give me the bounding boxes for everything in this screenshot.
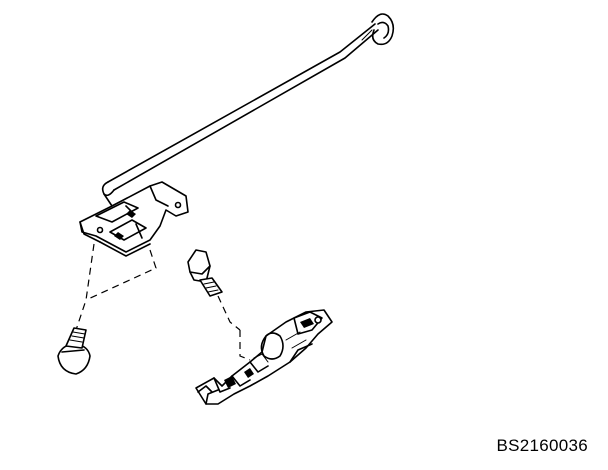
actuator-rod — [101, 23, 379, 207]
figure-reference-code: BS2160036 — [496, 436, 588, 455]
lower-mounting-bolt — [57, 327, 91, 375]
rod-retaining-clip — [361, 13, 395, 46]
alignment-lines-lower — [217, 295, 251, 361]
alignment-lines-upper — [75, 243, 157, 331]
lower-latch-assembly — [195, 309, 333, 405]
flange-bolt — [187, 249, 223, 297]
upper-latch-bracket — [79, 181, 189, 257]
